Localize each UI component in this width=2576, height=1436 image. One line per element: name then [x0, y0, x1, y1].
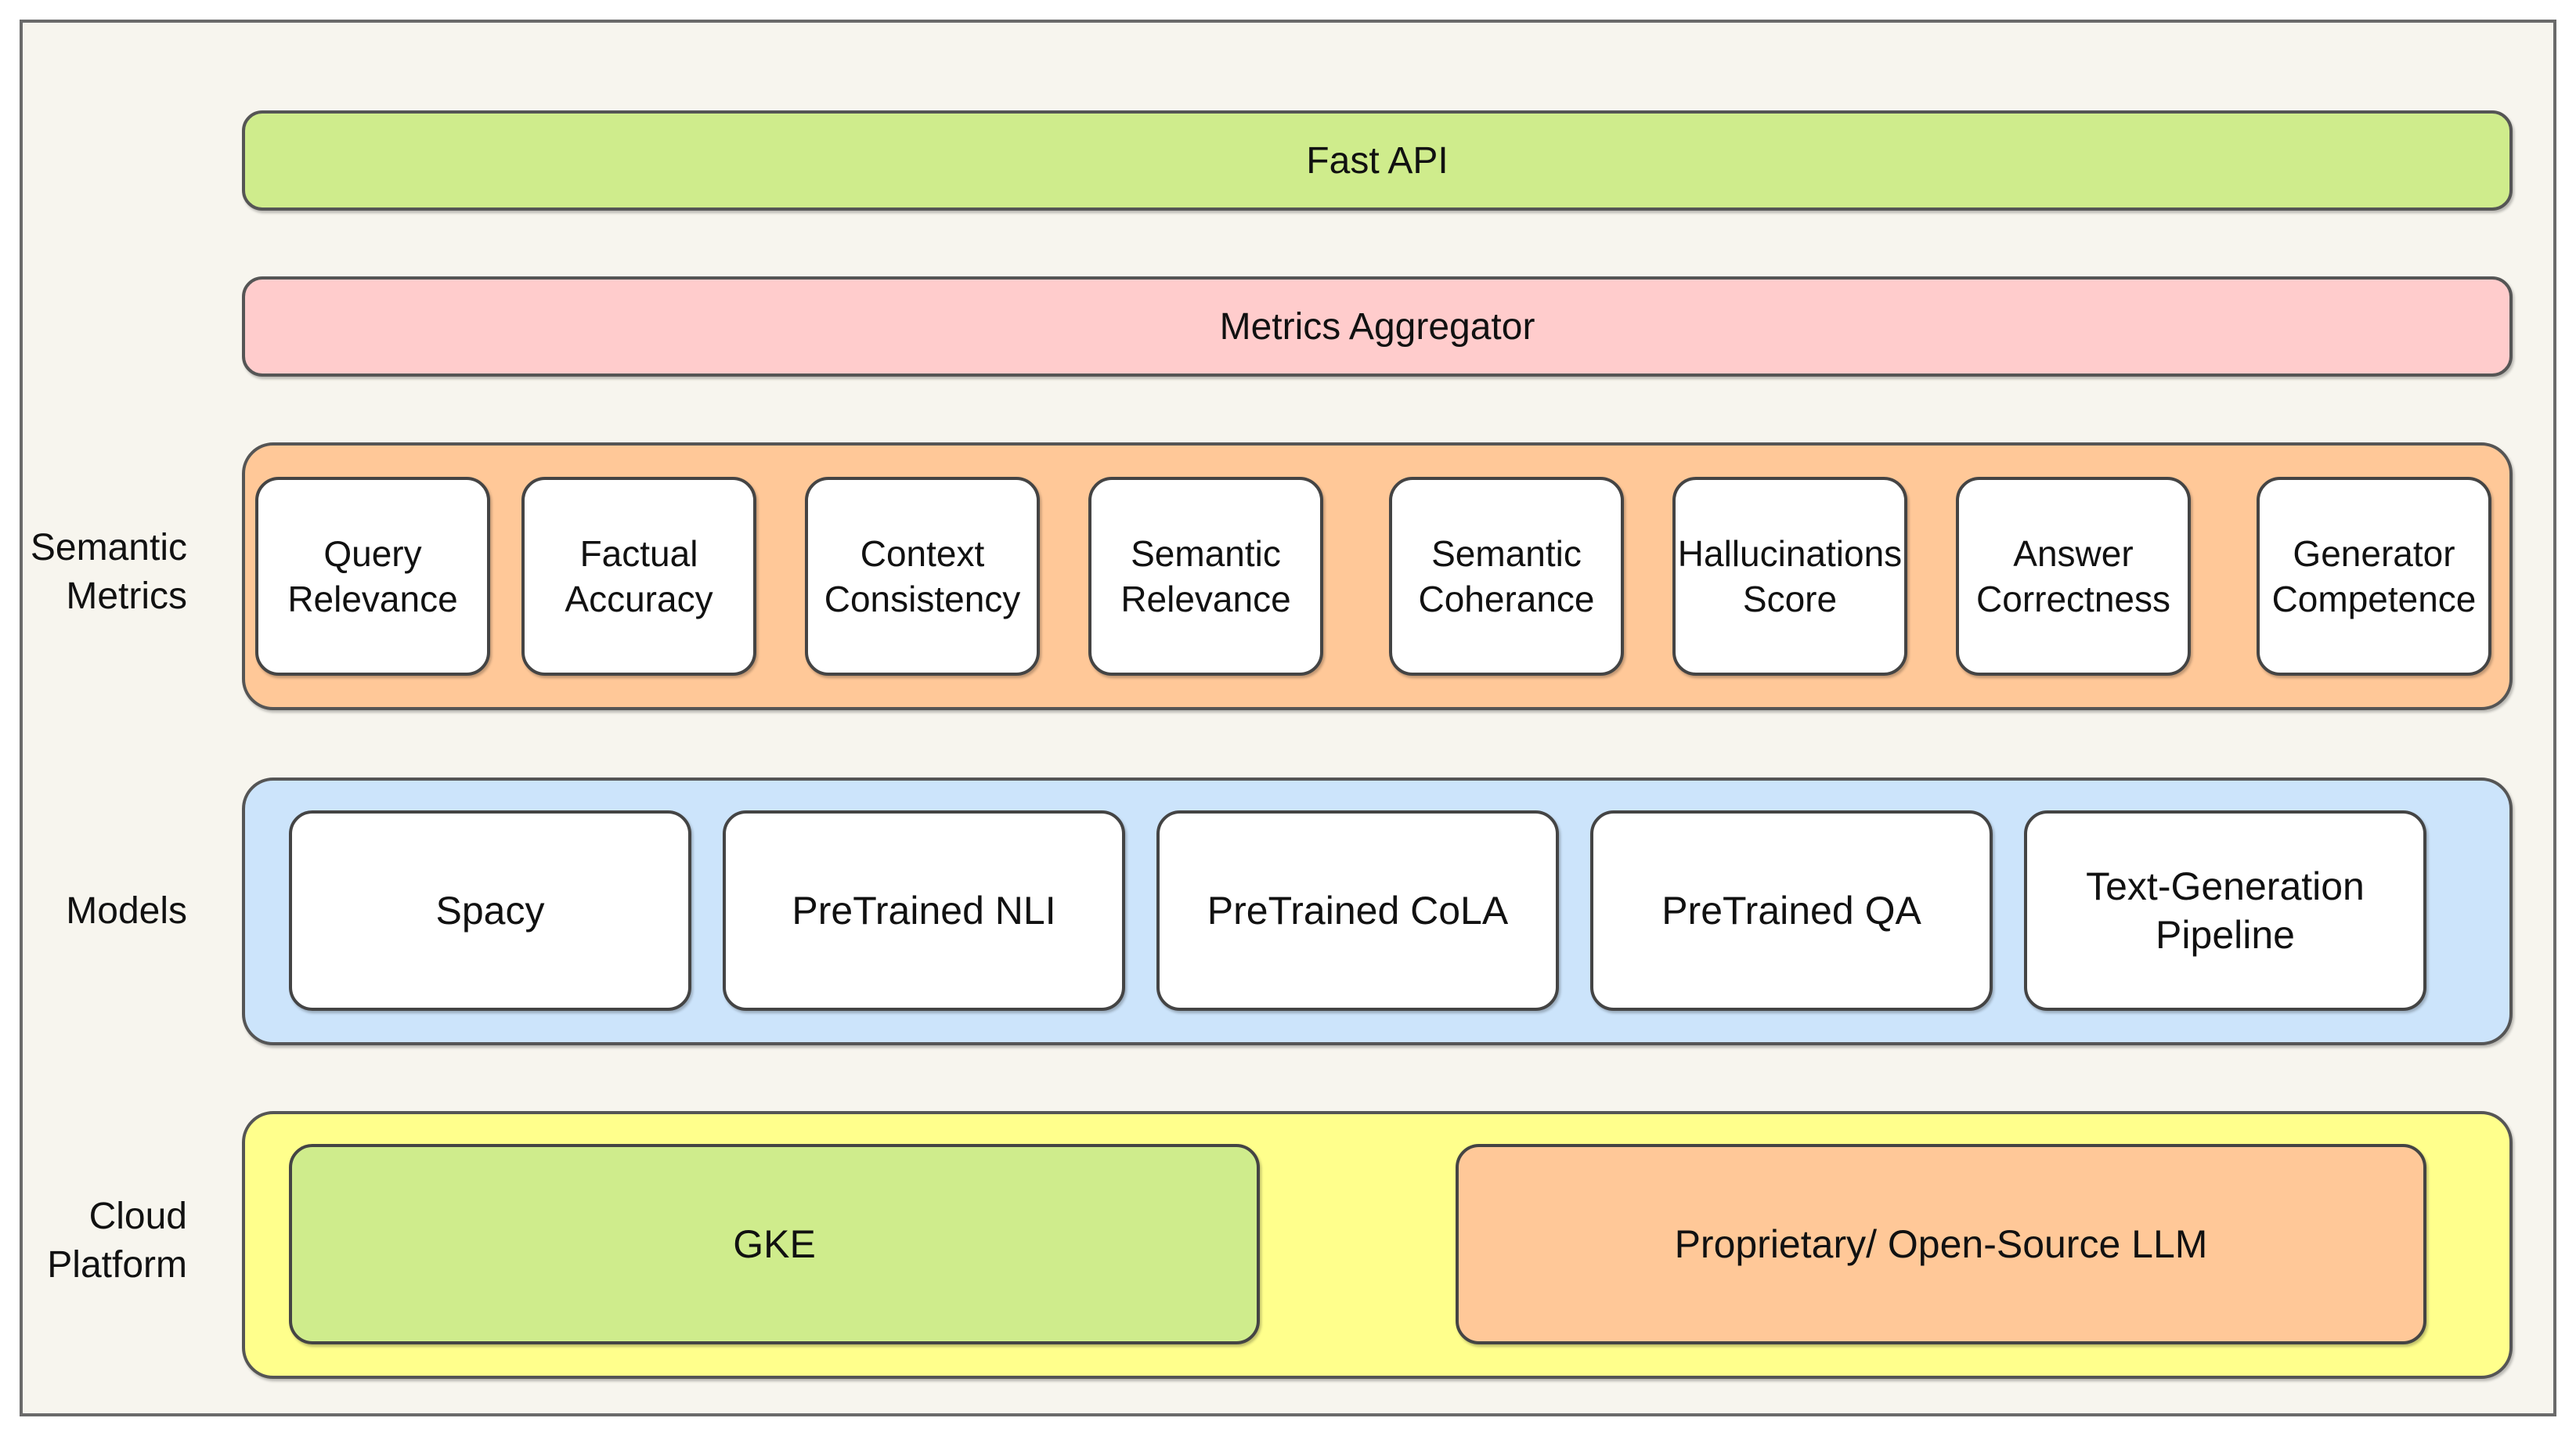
model-text-generation-pipeline: Text-Generation Pipeline: [2024, 810, 2426, 1011]
metric-answer-correctness: Answer Correctness: [1956, 477, 2191, 676]
models-row-label: Models: [66, 890, 187, 932]
model-spacy: Spacy: [289, 810, 691, 1011]
cloud-gke: GKE: [289, 1144, 1260, 1344]
metric-generator-competence: Generator Competence: [2257, 477, 2491, 676]
metric-semantic-relevance: Semantic Relevance: [1088, 477, 1323, 676]
metric-hallucinations-score: Hallucinations Score: [1672, 477, 1907, 676]
model-pretrained-nli: PreTrained NLI: [723, 810, 1125, 1011]
metric-context-consistency: Context Consistency: [805, 477, 1040, 676]
cloud-platform-row-label: Cloud Platform: [47, 1196, 187, 1286]
model-pretrained-qa: PreTrained QA: [1590, 810, 1993, 1011]
metric-factual-accuracy: Factual Accuracy: [521, 477, 756, 676]
metrics-aggregator-layer: Metrics Aggregator: [242, 276, 2513, 377]
metrics-aggregator-label: Metrics Aggregator: [1219, 305, 1535, 348]
fast-api-layer: Fast API: [242, 110, 2513, 211]
metric-semantic-coherance: Semantic Coherance: [1389, 477, 1624, 676]
model-pretrained-cola: PreTrained CoLA: [1156, 810, 1559, 1011]
semantic-metrics-row-label: Semantic Metrics: [30, 527, 187, 617]
diagram-frame: Fast API Metrics Aggregator Semantic Met…: [20, 20, 2556, 1416]
fast-api-label: Fast API: [1306, 139, 1449, 182]
cloud-proprietary-open-source-llm: Proprietary/ Open-Source LLM: [1456, 1144, 2426, 1344]
metric-query-relevance: Query Relevance: [255, 477, 490, 676]
